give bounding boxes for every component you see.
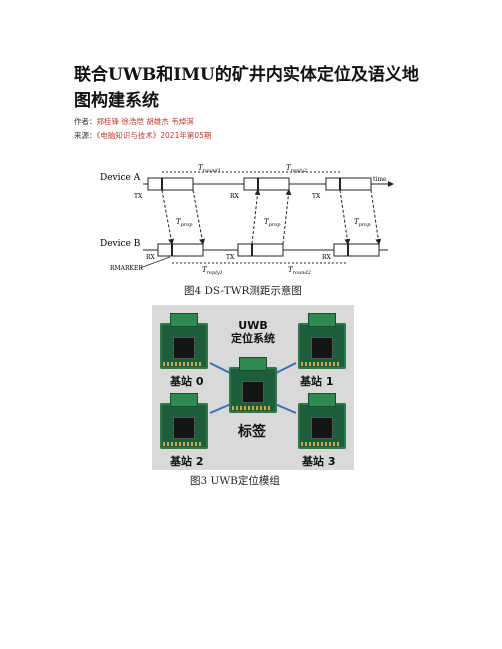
a-tx2-box (325, 177, 372, 191)
source-label: 来源： (74, 131, 97, 140)
t-prop-label-3: Tprop (354, 218, 371, 228)
figure3-caption: 图3 UWB定位模组 (190, 475, 280, 487)
msg-b-to-a (251, 189, 261, 245)
a-tx1-label: TX (134, 193, 143, 200)
station-2-label: 基站 2 (170, 455, 204, 468)
msg-a-to-b-2b (370, 189, 382, 245)
b-rx2-label: RX (322, 254, 332, 261)
t-reply1-label: Treply1 (202, 266, 223, 276)
source: 《电脑知识与技术》2021年第05期 (96, 131, 212, 140)
b-tx-box (237, 243, 284, 257)
station-2-board (160, 393, 208, 449)
uwb-system-label: UWB 定位系统 (231, 319, 275, 345)
figure4-caption: 图4 DS-TWR测距示意图 (184, 285, 302, 297)
b-rx2-box (333, 243, 380, 257)
t-round2-label: Tround2 (288, 266, 311, 276)
msg-a-to-b-1 (161, 189, 175, 245)
msg-a-to-b-1b (192, 189, 206, 245)
t-prop-label-1: Tprop (176, 218, 193, 228)
tag-label: 标签 (238, 424, 266, 440)
t-round1-label: Tround1 (198, 164, 221, 174)
device-b-label: Device B (100, 239, 141, 249)
a-tx1-box (147, 177, 194, 191)
t-reply2-label: Treply2 (286, 164, 307, 174)
authors-line: 作者：郑桂锋 徐浩恺 胡雄杰 韦焯淇 (74, 116, 194, 127)
uwb-module-figure: UWB 定位系统 基站 0 基站 1 基站 2 基站 3 标签 (152, 305, 354, 470)
authors: 郑桂锋 徐浩恺 胡雄杰 韦焯淇 (96, 117, 194, 126)
ds-twr-diagram: Device A time TX RX TX Tround1 Treply2 D… (100, 164, 394, 276)
msg-a-to-b-2 (339, 189, 351, 245)
station-3-board (298, 393, 346, 449)
station-3-label: 基站 3 (302, 455, 336, 468)
station-0-label: 基站 0 (170, 375, 204, 388)
station-1-board (298, 313, 346, 369)
a-rx-box (243, 177, 290, 191)
a-rx-label: RX (230, 193, 240, 200)
msg-b-to-a-b (282, 189, 292, 245)
tag-board (229, 357, 277, 413)
device-a-label: Device A (100, 173, 141, 183)
b-tx-label: TX (226, 254, 235, 261)
b-rx1-box (157, 243, 204, 257)
a-tx2-label: TX (312, 193, 321, 200)
source-line: 来源：《电脑知识与技术》2021年第05期 (74, 130, 211, 141)
rmarker-pointer (139, 256, 171, 269)
station-1-label: 基站 1 (300, 375, 334, 388)
authors-label: 作者： (74, 117, 97, 126)
time-label: time (373, 176, 387, 183)
station-0-board (160, 313, 208, 369)
article-title: 联合UWB和IMU的矿井内实体定位及语义地图构建系统 (74, 65, 419, 111)
t-prop-label-2: Tprop (264, 218, 281, 228)
b-rx1-label: RX (146, 254, 156, 261)
rmarker-label: RMARKER (110, 265, 143, 272)
